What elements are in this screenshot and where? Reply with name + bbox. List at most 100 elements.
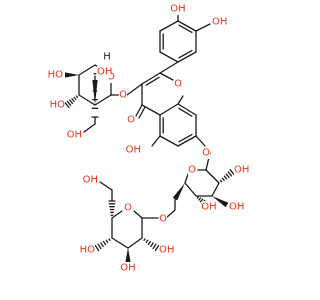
atom-label-mask xyxy=(201,147,211,159)
bond-76 xyxy=(133,210,143,219)
oh-glc1-6: OH xyxy=(67,130,82,141)
bond-37 xyxy=(78,94,96,106)
atom-label-mask xyxy=(67,129,82,141)
bond-38 xyxy=(94,94,112,106)
bond-101 xyxy=(154,244,160,252)
bond-5 xyxy=(159,51,179,63)
atom-label-mask xyxy=(97,66,112,78)
wedge-bond-2 xyxy=(212,196,229,208)
bond-29 xyxy=(151,135,161,147)
oh-glc2-2: OH xyxy=(234,165,249,176)
bond-12 xyxy=(141,72,161,85)
oh-glc3-4: HO xyxy=(80,245,96,256)
bond-13 xyxy=(145,76,160,86)
atom-label-mask xyxy=(126,144,141,156)
o-3: O xyxy=(119,90,127,101)
atom-label-mask xyxy=(201,201,217,213)
oh-glc3-3: OH xyxy=(120,263,135,274)
bond-95 xyxy=(94,244,100,252)
bond-80 xyxy=(127,237,143,249)
wedge-bond-1 xyxy=(65,72,79,78)
bond-91 xyxy=(105,239,109,244)
bond-25 xyxy=(178,133,193,143)
atom-label-mask xyxy=(120,262,136,274)
bond-56 xyxy=(184,173,189,184)
bond-57 xyxy=(184,182,197,197)
atom-label-mask xyxy=(50,99,65,111)
atom-label-mask xyxy=(83,174,98,186)
atom-labels: OHOHOOOHOOOOHHOHOOHOOHOHOHOOOHHOOHOHH xyxy=(48,3,249,274)
atom-label-mask xyxy=(170,3,186,15)
bond-79 xyxy=(111,237,129,249)
bond-60 xyxy=(205,169,220,184)
bond-30 xyxy=(195,135,206,147)
atom-label-mask xyxy=(126,114,136,126)
oh-glc2-3: OH xyxy=(229,202,244,213)
ring-o-glc2: O xyxy=(188,165,196,176)
bond-96 xyxy=(143,238,146,242)
oh-a5: OH xyxy=(126,145,141,156)
ring-o-glc3: O xyxy=(124,203,132,214)
bond-59 xyxy=(211,182,220,197)
o-7: O xyxy=(202,148,210,159)
bond-65 xyxy=(227,171,233,177)
bond-28 xyxy=(178,107,193,117)
atom-label-mask xyxy=(159,244,174,256)
atom-label-mask xyxy=(187,164,197,176)
bond-63 xyxy=(223,175,228,180)
bond-4 xyxy=(178,49,193,59)
bond-98 xyxy=(147,240,152,246)
bond-45 xyxy=(64,102,70,108)
bonds xyxy=(64,11,235,252)
bond-53 xyxy=(83,123,96,133)
bond-97 xyxy=(145,239,149,244)
bond-66 xyxy=(229,169,235,175)
wedge-bond-4 xyxy=(125,248,131,262)
bond-23 xyxy=(159,135,179,147)
bond-27 xyxy=(177,103,197,116)
bond-69 xyxy=(199,198,204,203)
bond-17 xyxy=(177,95,184,105)
oh-glc1-3: HO xyxy=(50,100,66,111)
bond-8 xyxy=(159,20,179,32)
o-link: O xyxy=(159,214,167,225)
atom-label-mask xyxy=(118,89,128,101)
atom-label-mask xyxy=(123,202,133,214)
oh-glc1-4: HO xyxy=(48,70,64,81)
atom-label-mask xyxy=(212,16,227,28)
bond-24 xyxy=(177,135,197,147)
oh-glc3-2: OH xyxy=(159,245,174,256)
bond-19 xyxy=(135,104,143,117)
carbonyl-o: O xyxy=(127,115,135,126)
bond-99 xyxy=(150,242,154,248)
bond-94 xyxy=(97,243,102,250)
oh-glc1-2: OH xyxy=(97,67,112,78)
bond-40 xyxy=(75,95,79,98)
bond-1 xyxy=(178,24,193,34)
atom-label-mask xyxy=(158,213,168,225)
bond-10 xyxy=(195,23,211,32)
ring-o-pyranone: O xyxy=(174,79,182,90)
bond-11 xyxy=(159,61,179,74)
oh-glc3-6: OH xyxy=(83,175,98,186)
bond-42 xyxy=(71,98,75,102)
wedge-bond-0 xyxy=(92,80,98,105)
oh-glc2-4: OH xyxy=(201,202,216,213)
wedge-bond-3 xyxy=(172,183,185,201)
bond-18 xyxy=(159,103,179,116)
oh-b3: OH xyxy=(212,17,227,28)
bond-77 xyxy=(111,210,123,219)
atom-label-mask xyxy=(234,164,249,176)
bond-41 xyxy=(73,96,77,100)
atom-label-mask xyxy=(48,69,63,81)
bond-62 xyxy=(221,177,225,181)
bond-35 xyxy=(78,64,96,76)
bond-43 xyxy=(68,99,74,104)
bond-64 xyxy=(225,173,230,178)
bond-89 xyxy=(99,181,113,191)
bond-68 xyxy=(198,197,202,201)
bond-67 xyxy=(196,196,200,199)
bond-31 xyxy=(126,83,143,96)
bond-61 xyxy=(219,179,223,183)
h-glc1: H xyxy=(103,52,111,63)
